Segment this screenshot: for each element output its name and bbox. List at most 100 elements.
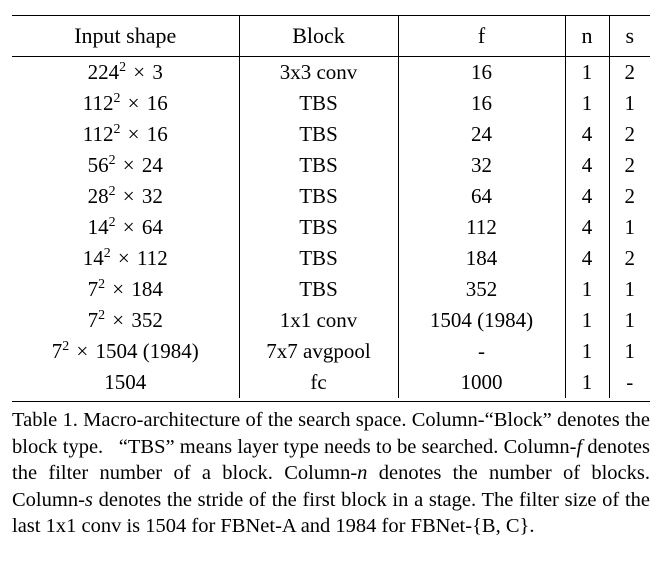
shape-exponent: 2 (62, 338, 70, 353)
cell-n: 4 (565, 119, 610, 150)
multiplication-sign: × (112, 246, 136, 270)
caption-part-3: denotes the filter number of a block. Co… (12, 435, 651, 485)
shape-base: 56 (87, 153, 109, 177)
shape-base: 7 (87, 277, 99, 301)
cell-n: 4 (565, 243, 610, 274)
caption-italic-n: n (357, 462, 368, 484)
cell-f: 112 (398, 212, 566, 243)
multiplication-sign: × (122, 122, 145, 146)
cell-block: 7x7 avgpool (239, 336, 399, 367)
shape-channels: 16 (146, 122, 168, 146)
cell-f: 1000 (398, 367, 566, 398)
shape-base: 112 (82, 122, 114, 146)
shape-base: 14 (82, 246, 104, 270)
cell-f: 184 (398, 243, 566, 274)
cell-n: 4 (565, 181, 610, 212)
cell-block: TBS (239, 243, 399, 274)
shape-exponent: 2 (108, 214, 116, 229)
caption-part-1: Table 1. Macro-architecture of the searc… (12, 409, 650, 458)
column-header-input-shape: Input shape (12, 15, 240, 57)
cell-s: 1 (624, 277, 636, 301)
shape-channels: 3 (152, 60, 163, 84)
cell-s: 2 (624, 122, 636, 146)
cell-f: 1504 (1984) (398, 305, 566, 336)
cell-n: 1 (565, 274, 610, 305)
cell-n: 4 (565, 212, 610, 243)
shape-base: 7 (51, 339, 63, 363)
cell-f: 16 (398, 88, 566, 119)
shape-channels: 352 (131, 308, 163, 332)
shape-base: 14 (87, 215, 109, 239)
cell-s: 1 (624, 215, 636, 239)
table-caption: Table 1. Macro-architecture of the searc… (12, 407, 650, 540)
shape-channels: 1504 (1984) (95, 339, 199, 363)
cell-input-shape: 1504 (12, 367, 240, 398)
cell-input-shape: 1122 × 16 (12, 88, 240, 119)
cell-block: 3x3 conv (239, 56, 399, 88)
cell-input-shape: 2242 × 3 (12, 56, 240, 88)
cell-input-shape: 72 × 1504 (1984) (12, 336, 240, 367)
cell-f: 64 (398, 181, 566, 212)
cell-n: 1 (565, 56, 610, 88)
cell-block: TBS (239, 274, 399, 305)
cell-f: 32 (398, 150, 566, 181)
shape-exponent: 2 (98, 307, 106, 322)
cell-n: 1 (565, 336, 610, 367)
caption-sentence-gap (108, 436, 118, 458)
cell-s: 1 (624, 91, 636, 115)
table-header: Input shape Block f n s (12, 15, 650, 57)
cell-input-shape: 142 × 112 (12, 243, 240, 274)
cell-s: 2 (624, 184, 636, 208)
cell-block: TBS (239, 212, 399, 243)
caption-part-5: denotes the stride of the first block in… (12, 488, 650, 538)
caption-part-4: denotes the number of blocks. Column- (12, 462, 651, 511)
shape-exponent: 2 (108, 152, 116, 167)
shape-base: 112 (82, 91, 114, 115)
shape-channels: 32 (141, 184, 163, 208)
multiplication-sign: × (122, 91, 145, 115)
shape-channels: 24 (141, 153, 163, 177)
cell-block: fc (239, 367, 399, 398)
cell-s: 1 (624, 308, 636, 332)
shape-base: 224 (87, 60, 120, 84)
cell-block: TBS (239, 150, 399, 181)
column-header-n: n (565, 15, 610, 57)
cell-input-shape: 562 × 24 (12, 150, 240, 181)
multiplication-sign: × (117, 184, 140, 208)
shape-channels: 184 (131, 277, 163, 301)
multiplication-sign: × (117, 153, 140, 177)
shape-channels: 112 (137, 246, 168, 270)
cell-s: - (626, 370, 634, 394)
column-header-s: s (625, 23, 635, 48)
shape-channels: 64 (141, 215, 163, 239)
shape-exponent: 2 (108, 183, 116, 198)
shape-channels: 16 (146, 91, 168, 115)
multiplication-sign: × (128, 60, 151, 84)
shape-exponent: 2 (98, 276, 106, 291)
multiplication-sign: × (107, 277, 130, 301)
cell-f: 24 (398, 119, 566, 150)
cell-f: - (398, 336, 566, 367)
shape-exponent: 2 (113, 90, 121, 105)
shape-exponent: 2 (119, 59, 127, 74)
table-header-row: Input shape Block f n s (12, 15, 650, 57)
cell-n: 4 (565, 150, 610, 181)
cell-n: 1 (565, 305, 610, 336)
cell-input-shape: 1122 × 16 (12, 119, 240, 150)
cell-block: TBS (239, 88, 399, 119)
caption-italic-s: s (84, 488, 93, 511)
cell-input-shape: 72 × 184 (12, 274, 240, 305)
cell-s: 2 (624, 246, 636, 270)
shape-exponent: 2 (103, 245, 111, 260)
shape-base: 7 (87, 308, 99, 332)
caption-part-2: “TBS” means layer type needs to be searc… (118, 435, 577, 458)
